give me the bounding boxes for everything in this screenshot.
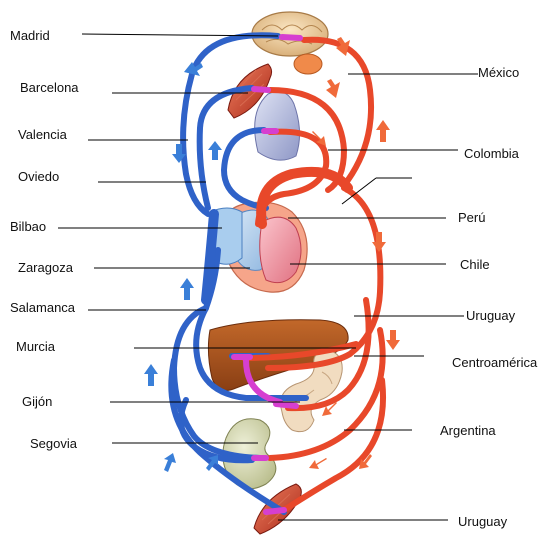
label-murcia: Murcia [16,339,55,355]
label-argentina: Argentina [440,423,496,439]
label-segovia: Segovia [30,436,77,452]
label-mexico: México [478,65,519,81]
label-salamanca: Salamanca [10,300,75,316]
label-zaragoza: Zaragoza [18,260,73,276]
label-gijon: Gijón [22,394,52,410]
label-valencia: Valencia [18,127,67,143]
label-colombia: Colombia [464,146,519,162]
label-chile: Chile [460,257,490,273]
label-barcelona: Barcelona [20,80,79,96]
label-centroamerica: Centroamérica [452,355,537,371]
brain-icon [252,12,328,74]
label-peru: Perú [458,210,485,226]
label-madrid: Madrid [10,28,50,44]
label-uruguay-lower: Uruguay [458,514,507,530]
label-uruguay-upper: Uruguay [466,308,515,324]
label-oviedo: Oviedo [18,169,59,185]
label-bilbao: Bilbao [10,219,46,235]
lung-icon [255,92,300,161]
